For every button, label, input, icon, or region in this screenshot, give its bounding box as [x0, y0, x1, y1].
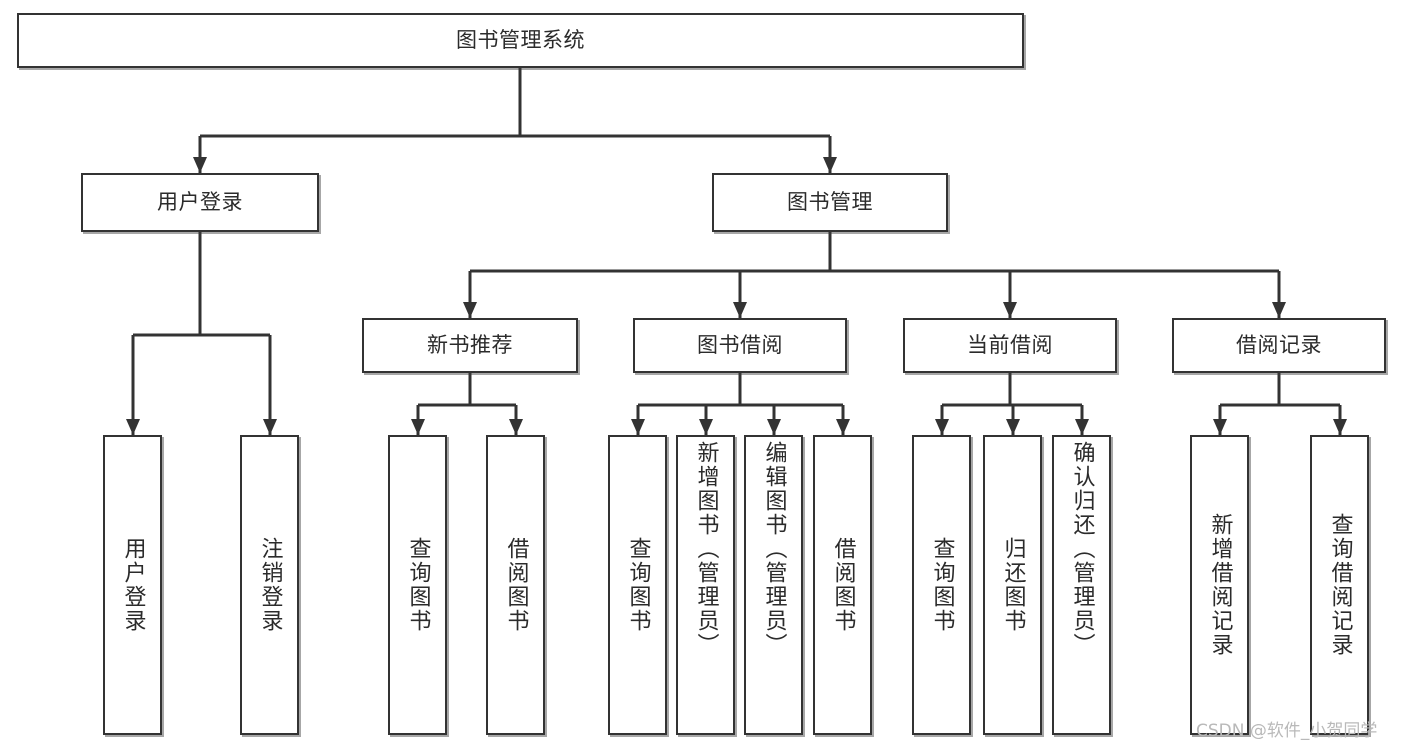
- node-label: 查询借阅记录: [1327, 513, 1353, 657]
- node-label: 借阅图书: [503, 537, 529, 633]
- node-leaf-query-book-3[interactable]: 查询图书: [912, 435, 971, 735]
- arrow-head-bus-book-manage: [463, 302, 477, 318]
- node-borrow-record[interactable]: 借阅记录: [1172, 318, 1386, 373]
- node-label: 图书管理系统: [456, 28, 585, 53]
- node-leaf-confirm-return[interactable]: 确认归还（管理员）: [1052, 435, 1111, 735]
- node-leaf-query-book-1[interactable]: 查询图书: [388, 435, 447, 735]
- node-label: 编辑图书（管理员）: [761, 441, 787, 657]
- arrow-head-bus-current-borrow: [1006, 419, 1020, 435]
- node-root[interactable]: 图书管理系统: [17, 13, 1024, 68]
- node-label: 新增图书（管理员）: [693, 441, 719, 657]
- node-new-book-rec[interactable]: 新书推荐: [362, 318, 578, 373]
- node-leaf-edit-book[interactable]: 编辑图书（管理员）: [744, 435, 803, 735]
- node-label: 借阅图书: [830, 537, 856, 633]
- node-label: 用户登录: [157, 190, 243, 215]
- node-label: 图书管理: [787, 190, 873, 215]
- node-leaf-logout[interactable]: 注销登录: [240, 435, 299, 735]
- node-label: 当前借阅: [967, 333, 1053, 358]
- node-label: 查询图书: [929, 537, 955, 633]
- node-leaf-borrow-book-1[interactable]: 借阅图书: [486, 435, 545, 735]
- arrow-head-bus-book-borrow: [767, 419, 781, 435]
- node-label: 新增借阅记录: [1207, 513, 1233, 657]
- node-label: 查询图书: [625, 537, 651, 633]
- node-leaf-query-record[interactable]: 查询借阅记录: [1310, 435, 1369, 735]
- node-leaf-return-book[interactable]: 归还图书: [983, 435, 1042, 735]
- node-label: 新书推荐: [427, 333, 513, 358]
- arrow-head-bus-book-borrow: [699, 419, 713, 435]
- arrow-head-bus-root: [193, 157, 207, 173]
- node-label: 归还图书: [1000, 537, 1026, 633]
- arrow-head-bus-book-manage: [1003, 302, 1017, 318]
- node-current-borrow[interactable]: 当前借阅: [903, 318, 1117, 373]
- node-book-manage[interactable]: 图书管理: [712, 173, 948, 232]
- node-leaf-borrow-book-2[interactable]: 借阅图书: [813, 435, 872, 735]
- node-leaf-user-login[interactable]: 用户登录: [103, 435, 162, 735]
- node-user-login[interactable]: 用户登录: [81, 173, 319, 232]
- arrow-head-bus-borrow-record: [1333, 419, 1347, 435]
- arrow-head-bus-current-borrow: [935, 419, 949, 435]
- arrow-head-bus-current-borrow: [1075, 419, 1089, 435]
- node-label: 注销登录: [257, 537, 283, 633]
- arrow-head-bus-book-manage: [1272, 302, 1286, 318]
- arrow-head-bus-borrow-record: [1213, 419, 1227, 435]
- arrow-head-bus-user-login: [263, 419, 277, 435]
- node-label: 借阅记录: [1236, 333, 1322, 358]
- arrow-head-bus-new-book-rec: [509, 419, 523, 435]
- node-label: 图书借阅: [697, 333, 783, 358]
- arrow-head-bus-user-login: [126, 419, 140, 435]
- arrow-head-bus-new-book-rec: [411, 419, 425, 435]
- node-label: 用户登录: [120, 537, 146, 633]
- node-leaf-query-book-2[interactable]: 查询图书: [608, 435, 667, 735]
- arrow-head-bus-book-manage: [733, 302, 747, 318]
- arrow-head-bus-book-borrow: [836, 419, 850, 435]
- node-book-borrow[interactable]: 图书借阅: [633, 318, 847, 373]
- node-label: 确认归还（管理员）: [1069, 441, 1095, 657]
- arrow-head-bus-root: [823, 157, 837, 173]
- node-label: 查询图书: [405, 537, 431, 633]
- arrow-head-bus-book-borrow: [631, 419, 645, 435]
- watermark: CSDN @软件_小贺同学: [1196, 721, 1378, 741]
- node-leaf-add-record[interactable]: 新增借阅记录: [1190, 435, 1249, 735]
- node-leaf-add-book[interactable]: 新增图书（管理员）: [676, 435, 735, 735]
